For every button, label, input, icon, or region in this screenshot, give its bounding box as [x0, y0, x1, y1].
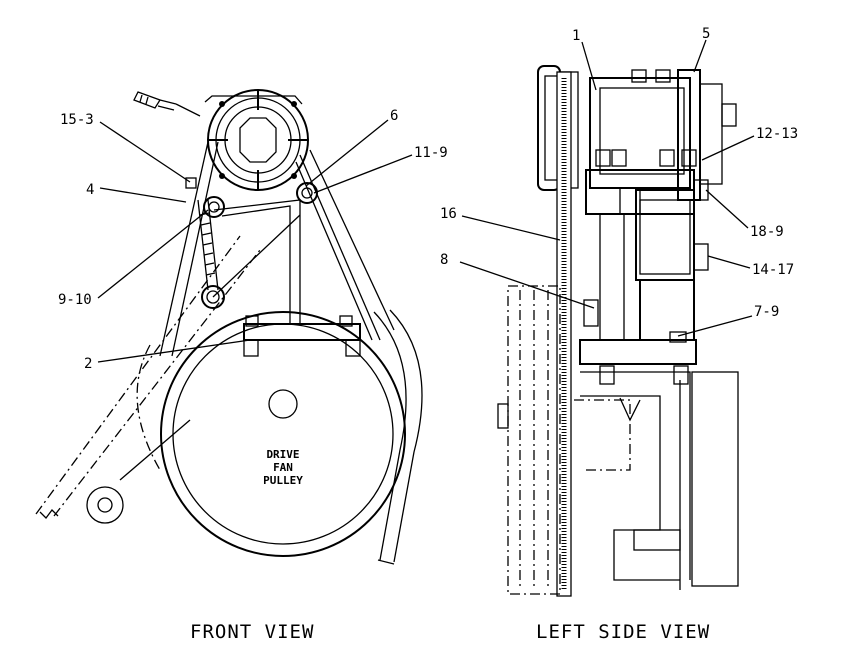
pulley-label-line-3: PULLEY [263, 474, 303, 487]
adjusting-rod [185, 177, 219, 291]
engine-block [574, 371, 739, 590]
pulley-label-line-2: FAN [273, 461, 293, 474]
side-view: 1 5 12-13 16 18-9 8 14-17 7-9 LEFT SIDE … [440, 26, 798, 643]
callout-4: 4 [86, 182, 94, 198]
callout-15-3: 15-3 [60, 112, 94, 128]
callout-18-9: 18-9 [750, 224, 784, 240]
front-leaders [97, 119, 413, 363]
drive-fan-pulley [160, 311, 406, 557]
mounting-bracket [212, 199, 361, 357]
callout-12-13: 12-13 [756, 126, 798, 142]
callout-2: 2 [84, 356, 92, 372]
side-bracket [579, 169, 709, 385]
side-fan-pulley [497, 285, 561, 595]
compressor-body [589, 69, 737, 201]
drive-belt [159, 141, 395, 357]
sensor-connector [133, 91, 201, 117]
pulley-label-line-1: DRIVE [266, 448, 299, 461]
callout-5: 5 [702, 26, 710, 42]
callout-9-10: 9-10 [58, 292, 92, 308]
callout-1: 1 [572, 28, 580, 44]
front-view-title: FRONT VIEW [190, 621, 314, 643]
idler-pulleys [201, 182, 318, 309]
side-leaders [459, 39, 755, 337]
callout-14-17: 14-17 [752, 262, 794, 278]
callout-11-9: 11-9 [414, 145, 448, 161]
compressor-pulley [204, 89, 309, 191]
side-view-title: LEFT SIDE VIEW [536, 621, 710, 643]
front-view: DRIVE FAN PULLEY 15-3 4 9-10 2 6 11-9 FR… [35, 89, 448, 643]
callout-8: 8 [440, 252, 448, 268]
side-belt [556, 71, 572, 597]
callout-6: 6 [390, 108, 398, 124]
support-arm [35, 235, 423, 565]
callout-7-9: 7-9 [754, 304, 779, 320]
callout-16: 16 [440, 206, 457, 222]
